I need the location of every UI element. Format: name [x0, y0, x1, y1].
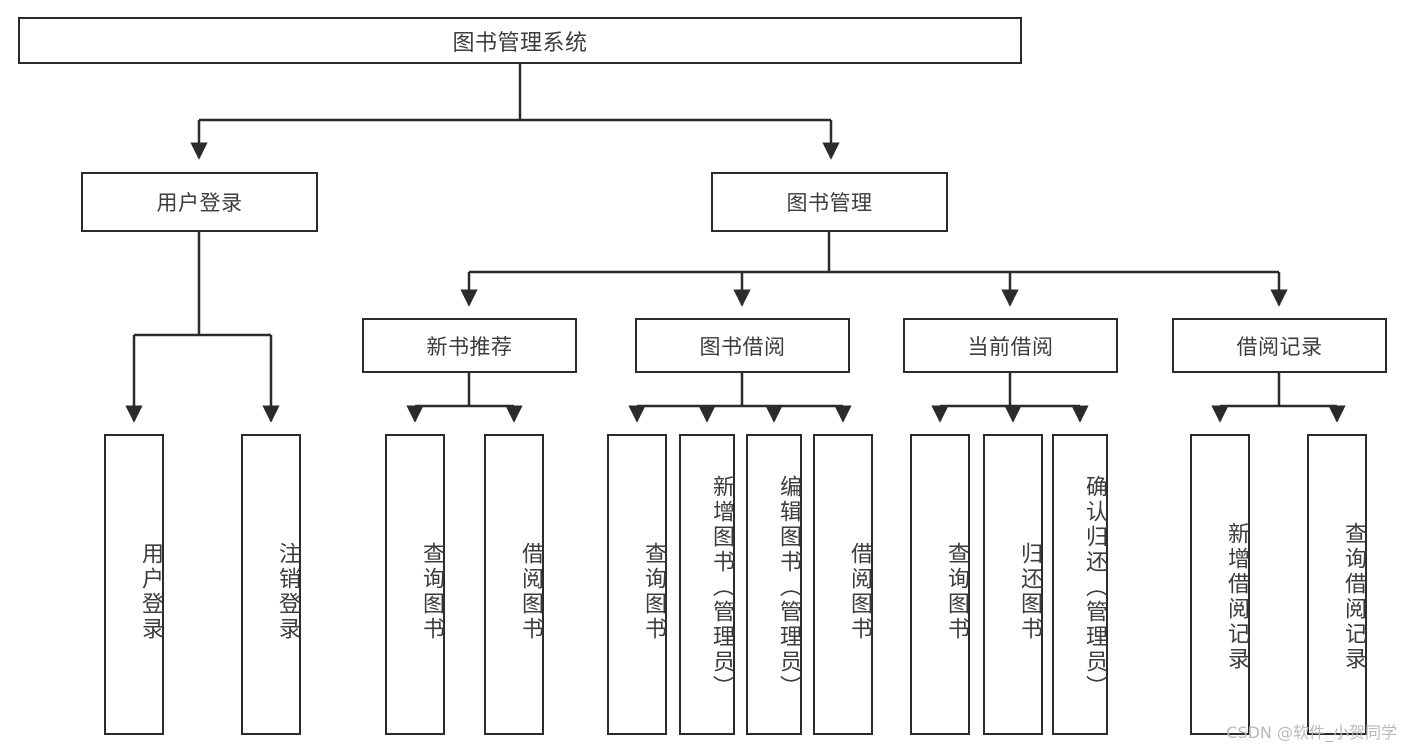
node-leaf-borrow-book-1-label: 借阅图书: [518, 541, 543, 642]
node-user-login-label: 用户登录: [156, 191, 243, 215]
node-leaf-query-book-3[interactable]: 查询图书: [910, 434, 970, 735]
node-root[interactable]: 图书管理系统: [18, 17, 1022, 64]
node-borrow-record[interactable]: 借阅记录: [1172, 318, 1387, 373]
node-leaf-query-record[interactable]: 查询借阅记录: [1307, 434, 1367, 735]
node-leaf-logout-label: 注销登录: [275, 541, 300, 642]
node-user-login[interactable]: 用户登录: [81, 172, 318, 232]
node-leaf-return-book-label: 归还图书: [1017, 541, 1042, 642]
node-leaf-add-record-label: 新增借阅记录: [1224, 521, 1249, 672]
node-leaf-query-record-label: 查询借阅记录: [1341, 521, 1366, 672]
node-leaf-confirm-return-label: 确认归还（管理员）: [1082, 475, 1107, 700]
node-leaf-add-book-label: 新增图书（管理员）: [709, 475, 734, 700]
node-leaf-add-book[interactable]: 新增图书（管理员）: [679, 434, 735, 735]
node-leaf-query-book-1-label: 查询图书: [419, 541, 444, 642]
node-new-book-recommend-label: 新书推荐: [426, 334, 513, 359]
node-current-borrow[interactable]: 当前借阅: [903, 318, 1118, 373]
node-leaf-query-book-2-label: 查询图书: [641, 541, 666, 642]
node-new-book-recommend[interactable]: 新书推荐: [362, 318, 577, 373]
node-leaf-borrow-book-2[interactable]: 借阅图书: [813, 434, 873, 735]
node-leaf-logout[interactable]: 注销登录: [241, 434, 301, 735]
node-leaf-edit-book-label: 编辑图书（管理员）: [776, 475, 801, 700]
node-leaf-query-book-2[interactable]: 查询图书: [607, 434, 667, 735]
node-leaf-add-record[interactable]: 新增借阅记录: [1190, 434, 1250, 735]
csdn-watermark: CSDN @软件_小贺同学: [1226, 723, 1397, 742]
node-leaf-borrow-book-2-label: 借阅图书: [847, 541, 872, 642]
node-leaf-borrow-book-1[interactable]: 借阅图书: [484, 434, 544, 735]
node-book-borrow[interactable]: 图书借阅: [635, 318, 850, 373]
node-leaf-query-book-1[interactable]: 查询图书: [385, 434, 445, 735]
node-leaf-user-login[interactable]: 用户登录: [104, 434, 164, 735]
node-leaf-return-book[interactable]: 归还图书: [983, 434, 1043, 735]
node-leaf-confirm-return[interactable]: 确认归还（管理员）: [1052, 434, 1108, 735]
node-book-manage-label: 图书管理: [786, 191, 873, 215]
node-leaf-edit-book[interactable]: 编辑图书（管理员）: [746, 434, 802, 735]
node-root-label: 图书管理系统: [452, 30, 588, 56]
node-book-manage[interactable]: 图书管理: [711, 172, 948, 232]
node-borrow-record-label: 借阅记录: [1236, 334, 1323, 359]
node-current-borrow-label: 当前借阅: [967, 334, 1054, 359]
node-book-borrow-label: 图书借阅: [699, 334, 786, 359]
node-leaf-query-book-3-label: 查询图书: [944, 541, 969, 642]
node-leaf-user-login-label: 用户登录: [138, 541, 163, 642]
